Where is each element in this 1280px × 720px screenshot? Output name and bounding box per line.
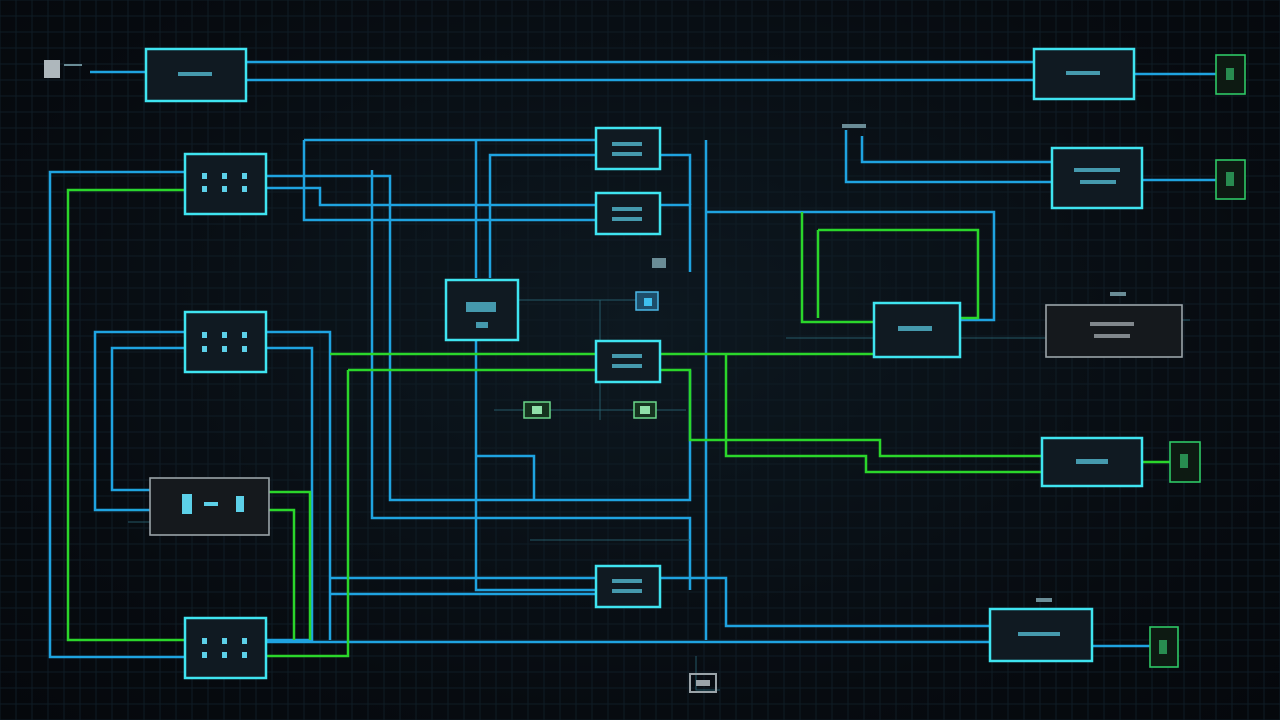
block-right-4 [988,607,1094,663]
block-center-main [444,278,520,342]
terminal-4 [1149,626,1179,668]
terminal-3 [1169,441,1201,483]
green-wires [66,188,1170,658]
block-right-3 [1040,436,1144,488]
block-center-3 [594,339,662,384]
terminal-2 [1215,159,1246,200]
block-right-1 [1050,146,1144,210]
block-center-4 [594,564,662,609]
panel-left-3 [149,477,270,536]
block-top-left [144,47,248,103]
block-center-2 [594,191,662,236]
input-connector-icon [44,60,82,78]
block-left-1 [183,152,268,216]
block-right-2 [872,301,962,359]
blue-wires [48,60,1216,659]
terminal-1 [1215,54,1246,95]
block-top-right [1032,47,1136,101]
block-center-1 [594,126,662,171]
ground-connector-icon [689,673,717,693]
diode-left-icon [523,401,551,419]
small-node-markers [652,124,1126,602]
block-left-2 [183,310,268,374]
chip-component-icon [635,291,659,311]
diode-right-icon [633,401,657,419]
panel-right [1045,304,1183,358]
block-left-4 [183,616,268,680]
